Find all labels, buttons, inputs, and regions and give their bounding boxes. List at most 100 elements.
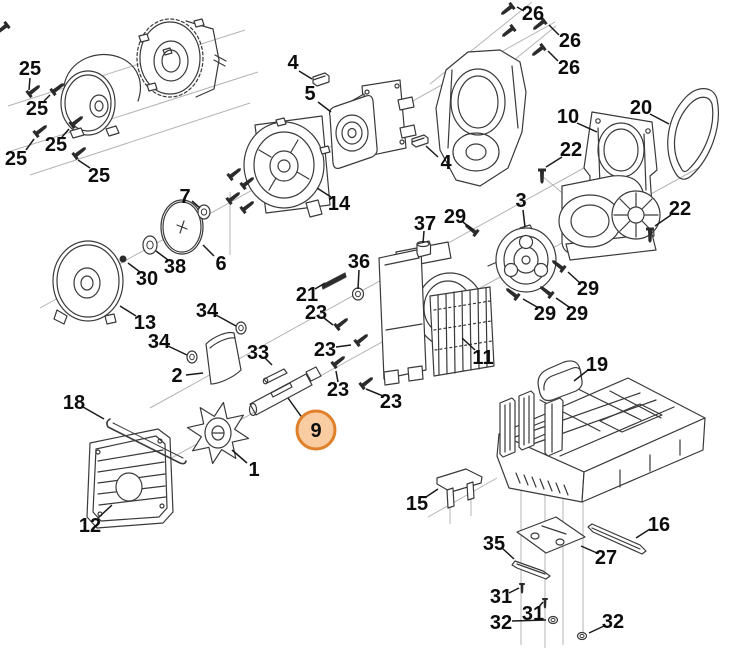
callout-33[interactable]: 33 [247, 342, 269, 364]
callout-12[interactable]: 12 [79, 515, 101, 537]
callout-9[interactable]: 9 [295, 409, 337, 451]
callout-25[interactable]: 25 [5, 148, 27, 170]
callout-31[interactable]: 31 [490, 586, 512, 608]
callout-label[interactable]: 32 [490, 612, 512, 634]
callout-label[interactable]: 29 [534, 303, 556, 325]
callout-32[interactable]: 32 [490, 612, 512, 634]
part-belt-20[interactable] [667, 88, 719, 180]
callout-26[interactable]: 26 [522, 3, 544, 25]
callout-label[interactable]: 23 [305, 302, 327, 324]
callout-label[interactable]: 23 [327, 379, 349, 401]
callout-25[interactable]: 25 [88, 165, 110, 187]
callout-label[interactable]: 4 [287, 52, 299, 74]
part-rod-18[interactable] [106, 418, 187, 465]
callout-label[interactable]: 6 [215, 253, 226, 275]
callout-4[interactable]: 4 [287, 52, 299, 74]
part-mount-11[interactable] [378, 241, 495, 386]
part-grille-12[interactable] [86, 428, 174, 529]
callout-label[interactable]: 20 [630, 97, 652, 119]
part-pin-33[interactable] [262, 368, 288, 385]
callout-label[interactable]: 25 [19, 58, 41, 80]
callout-label[interactable]: 25 [5, 148, 27, 170]
callout-label[interactable]: 30 [136, 268, 158, 290]
callout-label[interactable]: 37 [414, 213, 436, 235]
callout-label[interactable]: 27 [595, 547, 617, 569]
callout-label[interactable]: 34 [196, 300, 219, 322]
callout-label[interactable]: 31 [490, 586, 512, 608]
callout-label[interactable]: 12 [79, 515, 101, 537]
callout-label[interactable]: 31 [522, 603, 544, 625]
callout-11[interactable]: 11 [472, 347, 493, 369]
callout-label[interactable]: 14 [328, 193, 351, 215]
callout-label[interactable]: 26 [559, 30, 581, 52]
part-deflector-2[interactable] [205, 331, 242, 385]
part-disc-6[interactable] [160, 199, 204, 255]
callout-1[interactable]: 1 [248, 459, 259, 481]
callout-label[interactable]: 32 [602, 611, 624, 633]
callout-23[interactable]: 23 [327, 379, 349, 401]
callout-29[interactable]: 29 [566, 303, 588, 325]
callout-label[interactable]: 3 [515, 190, 526, 212]
callout-14[interactable]: 14 [328, 193, 351, 215]
highlight-circle[interactable] [295, 409, 337, 451]
callout-26[interactable]: 26 [559, 30, 581, 52]
callout-4[interactable]: 4 [440, 152, 452, 174]
callout-2[interactable]: 2 [171, 365, 182, 387]
part-keys-4[interactable] [312, 72, 429, 148]
callout-label[interactable]: 22 [560, 139, 582, 161]
callout-label[interactable]: 33 [247, 342, 269, 364]
callout-label[interactable]: 10 [557, 106, 579, 128]
callout-35[interactable]: 35 [483, 533, 505, 555]
callout-label[interactable]: 7 [179, 186, 190, 208]
callout-6[interactable]: 6 [215, 253, 226, 275]
callout-29[interactable]: 29 [444, 206, 466, 228]
part-cover-13[interactable] [52, 240, 124, 325]
callout-25[interactable]: 25 [19, 58, 41, 80]
callout-25[interactable]: 25 [45, 134, 67, 156]
callout-10[interactable]: 10 [557, 106, 579, 128]
callout-34[interactable]: 34 [148, 331, 171, 353]
callout-label[interactable]: 15 [406, 493, 428, 515]
callout-label[interactable]: 36 [348, 251, 370, 273]
callout-label[interactable]: 35 [483, 533, 505, 555]
callout-34[interactable]: 34 [196, 300, 219, 322]
callout-label[interactable]: 4 [440, 152, 452, 174]
part-shaft-9[interactable] [248, 366, 322, 417]
callout-38[interactable]: 38 [164, 256, 186, 278]
part-clutch-3[interactable] [487, 224, 557, 293]
callout-37[interactable]: 37 [414, 213, 436, 235]
callout-label[interactable]: 26 [522, 3, 544, 25]
callout-label[interactable]: 29 [577, 278, 599, 300]
part-pin-21[interactable] [321, 272, 347, 290]
callout-label[interactable]: 26 [558, 57, 580, 79]
callout-20[interactable]: 20 [630, 97, 652, 119]
callout-22[interactable]: 22 [560, 139, 582, 161]
callout-27[interactable]: 27 [595, 547, 617, 569]
part-nipple-37[interactable] [416, 240, 432, 258]
callout-label[interactable]: 9 [310, 420, 321, 442]
callout-label[interactable]: 25 [45, 134, 67, 156]
callout-label[interactable]: 34 [148, 331, 171, 353]
callout-23[interactable]: 23 [380, 391, 402, 413]
callout-23[interactable]: 23 [314, 339, 336, 361]
callout-label[interactable]: 18 [63, 392, 85, 414]
callout-32[interactable]: 32 [602, 611, 624, 633]
callout-18[interactable]: 18 [63, 392, 85, 414]
callout-label[interactable]: 25 [88, 165, 110, 187]
callout-13[interactable]: 13 [134, 312, 156, 334]
callout-31[interactable]: 31 [522, 603, 544, 625]
part-volute-14[interactable] [243, 115, 331, 218]
callout-29[interactable]: 29 [577, 278, 599, 300]
callout-label[interactable]: 23 [314, 339, 336, 361]
callout-30[interactable]: 30 [136, 268, 158, 290]
callout-22[interactable]: 22 [669, 198, 691, 220]
callout-label[interactable]: 38 [164, 256, 186, 278]
callout-label[interactable]: 11 [472, 347, 493, 369]
callout-label[interactable]: 13 [134, 312, 156, 334]
callout-26[interactable]: 26 [558, 57, 580, 79]
callout-label[interactable]: 5 [304, 83, 315, 105]
callout-29[interactable]: 29 [534, 303, 556, 325]
part-strip-35[interactable] [511, 560, 551, 580]
callout-label[interactable]: 19 [586, 354, 608, 376]
callout-label[interactable]: 2 [171, 365, 182, 387]
